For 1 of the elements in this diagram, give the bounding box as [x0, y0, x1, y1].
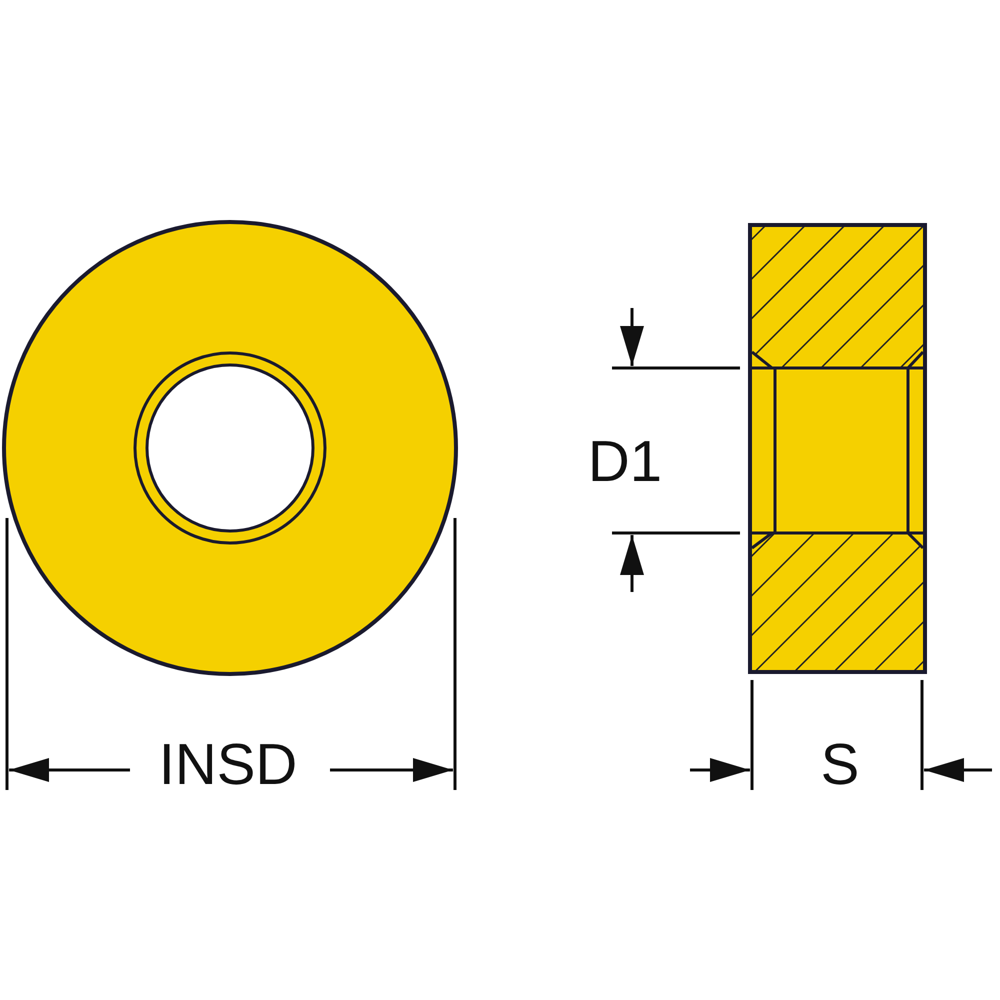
dimension-label: D1 — [586, 433, 664, 491]
